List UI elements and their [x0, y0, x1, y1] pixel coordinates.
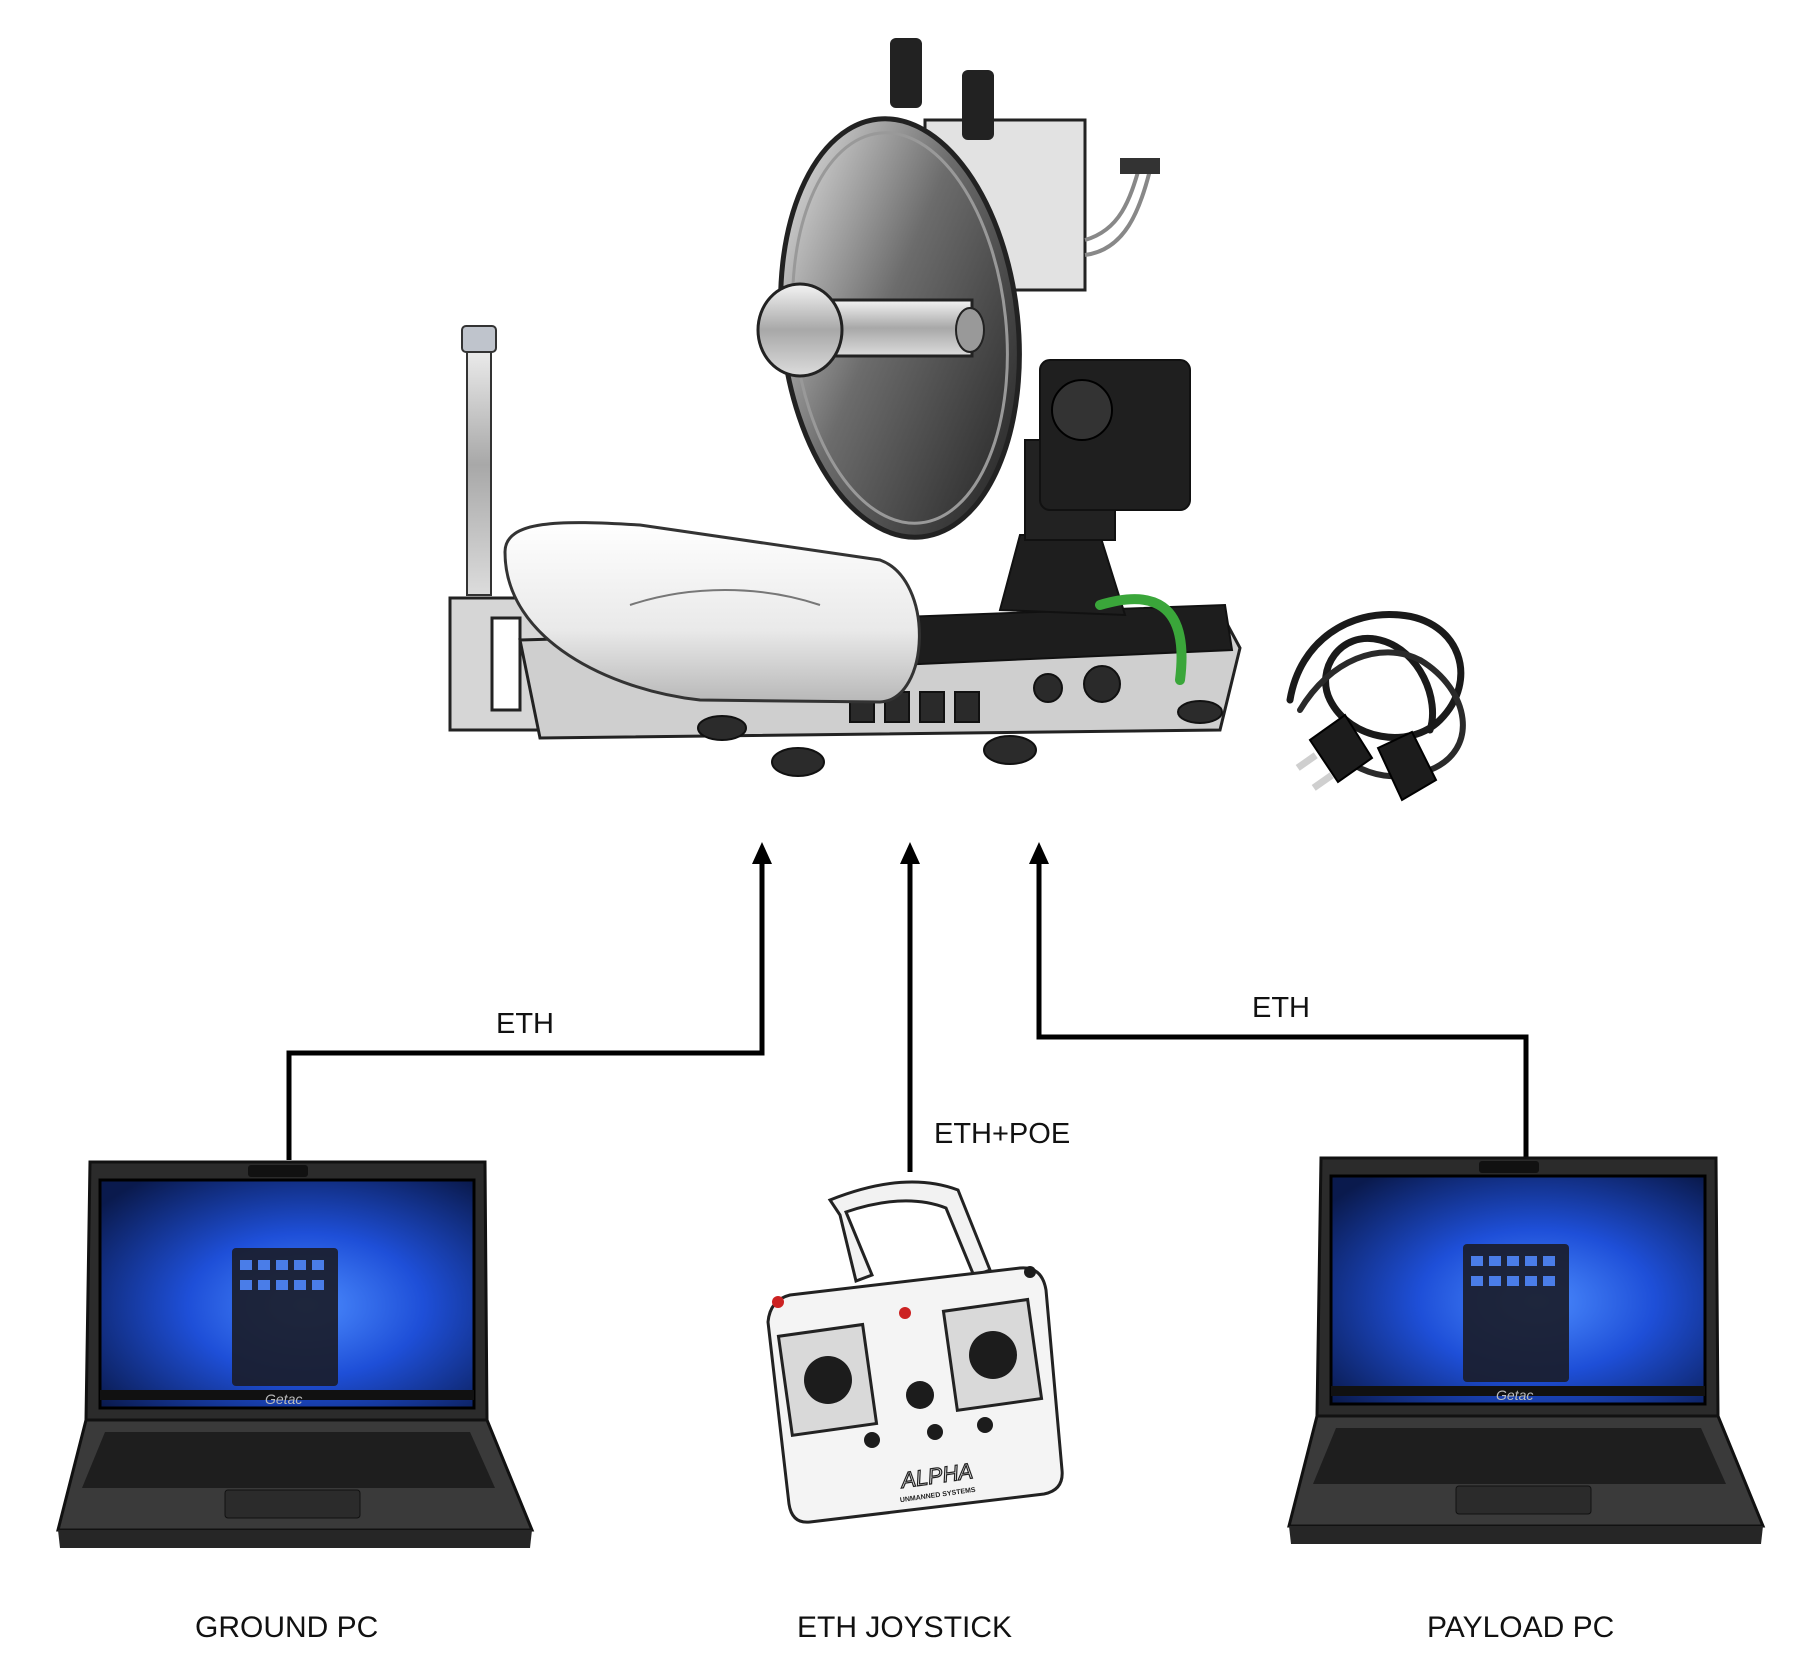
arrowhead-payload-pc [1029, 842, 1049, 864]
arrowheads [752, 842, 1049, 864]
ground-pc-label: GROUND PC [195, 1611, 379, 1644]
ground-pc-link-label: ETH [496, 1008, 554, 1040]
payload-pc-brand-text: Getac [1496, 1387, 1534, 1403]
tracking-antenna-ground-station-icon [448, 38, 1242, 777]
ground-pc-eth-line [286, 860, 765, 1160]
payload-pc-laptop-icon [1287, 1156, 1766, 1544]
arrowhead-joystick [900, 842, 920, 864]
payload-pc-label: PAYLOAD PC [1427, 1611, 1615, 1644]
ground-pc-laptop-icon [56, 1160, 535, 1548]
payload-pc-link-label: ETH [1252, 992, 1310, 1024]
joystick-link-label: ETH+POE [934, 1118, 1071, 1150]
joystick-label: ETH JOYSTICK [797, 1611, 1013, 1644]
power-cable-icon [1286, 610, 1466, 802]
payload-pc-eth-line [1036, 860, 1529, 1158]
connection-lines [286, 860, 1529, 1172]
joystick-controller-icon: ALPHA UNMANNED SYSTEMS [766, 1180, 1064, 1524]
arrowhead-ground-pc [752, 842, 772, 864]
ground-pc-brand-text: Getac [265, 1391, 303, 1407]
